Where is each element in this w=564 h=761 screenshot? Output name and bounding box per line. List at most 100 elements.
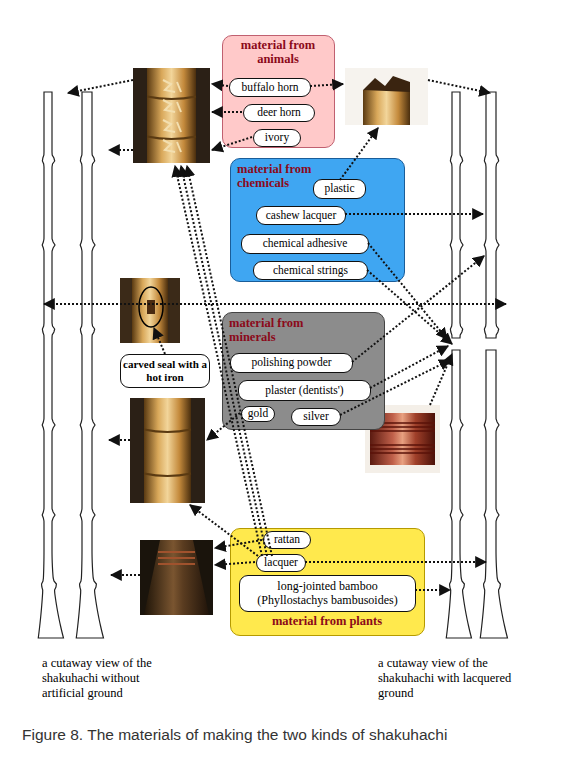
shakuhachi-outline xyxy=(446,350,471,638)
string-wrap xyxy=(370,452,435,454)
bamboo-node xyxy=(144,474,191,477)
leader-arrow xyxy=(370,346,448,388)
material-label: buffalo horn xyxy=(242,81,299,94)
photo-background xyxy=(130,398,205,503)
material-group-box: material from plants rattan lacquer long-jo… xyxy=(230,528,425,636)
bamboo-body xyxy=(147,68,196,163)
material-label: lacquer xyxy=(264,556,298,569)
material-pill: buffalo horn xyxy=(229,78,311,97)
material-label: chemical adhesive xyxy=(263,237,348,250)
leader-arrow xyxy=(340,128,378,180)
leader-arrow xyxy=(352,256,484,362)
material-label: gold xyxy=(248,407,268,420)
string-wrap xyxy=(370,448,435,450)
leader-arrow xyxy=(109,149,133,151)
view-label: a cutaway view of the shakuhachi with la… xyxy=(378,656,518,701)
shakuhachi-outline xyxy=(38,92,63,638)
photo xyxy=(133,68,210,163)
bamboo-body xyxy=(132,278,168,343)
group-heading: material from minerals xyxy=(229,317,339,345)
leader-arrow xyxy=(430,354,452,405)
leader-arrow xyxy=(212,111,242,113)
rattan-wrap xyxy=(158,563,195,565)
leader-arrow xyxy=(340,360,450,415)
photo xyxy=(345,68,428,125)
leader-arrow xyxy=(310,84,343,86)
string-wrap xyxy=(370,444,435,446)
leader-arrow xyxy=(181,166,267,556)
carved-mark xyxy=(163,140,181,152)
material-pill: deer horn xyxy=(243,104,315,122)
bamboo-body xyxy=(144,398,191,503)
material-label: ivory xyxy=(265,131,289,144)
photo-background xyxy=(140,540,213,615)
material-group-box: material from animals buffalo horn deer ho… xyxy=(222,35,335,148)
material-pill: gold xyxy=(241,406,275,422)
material-label: carved seal with a hot iron xyxy=(123,358,207,383)
material-pill: rattan xyxy=(263,531,311,549)
leader-arrow xyxy=(428,80,490,93)
leader-arrow xyxy=(187,166,272,556)
material-pill: plaster (dentists') xyxy=(238,380,371,401)
material-pill: chemical strings xyxy=(253,261,368,280)
shakuhachi-outline xyxy=(484,92,499,338)
leader-arrow xyxy=(68,80,133,93)
string-wrap xyxy=(370,430,435,432)
leader-arrow xyxy=(368,243,447,339)
leader-arrow xyxy=(111,574,140,576)
group-heading: material from plants xyxy=(231,615,423,629)
leader-arrow xyxy=(44,303,506,305)
rattan-wrap xyxy=(158,551,195,553)
material-pill: chemical adhesive xyxy=(241,234,369,254)
leader-arrow xyxy=(109,439,130,441)
material-pill: carved seal with a hot iron xyxy=(120,354,210,388)
photo-background xyxy=(133,68,210,163)
leader-arrow xyxy=(305,561,486,563)
material-pill: cashew lacquer xyxy=(256,206,346,225)
leader-arrow xyxy=(345,213,483,215)
material-label: rattan xyxy=(274,533,300,546)
leader-arrow xyxy=(215,540,262,548)
material-pill: silver xyxy=(291,408,341,426)
leader-arrow xyxy=(212,84,228,86)
material-pill: polishing powder xyxy=(230,353,353,373)
group-heading: material from animals xyxy=(223,39,333,67)
view-label: a cutaway view of the shakuhachi without… xyxy=(42,656,182,701)
material-pill: plastic xyxy=(313,179,366,199)
bamboo-node xyxy=(144,430,191,433)
leader-arrow xyxy=(207,413,240,440)
horn-inlay xyxy=(363,76,410,92)
material-label: silver xyxy=(303,410,329,423)
photo xyxy=(120,278,180,343)
material-label: plastic xyxy=(324,182,354,195)
photo xyxy=(140,540,213,615)
seal-mark xyxy=(147,300,155,314)
carved-mark xyxy=(163,100,181,112)
bamboo-root xyxy=(144,540,209,615)
leader-arrow xyxy=(415,589,450,591)
shakuhachi-outline xyxy=(450,92,463,338)
material-label: deer horn xyxy=(257,106,301,119)
carved-mark xyxy=(163,120,181,132)
shakuhachi-outline xyxy=(76,92,103,638)
material-pill: long-jointed bamboo (Phyllostachys bambu… xyxy=(239,575,416,612)
material-label: chemical strings xyxy=(273,264,348,277)
bamboo-node xyxy=(147,136,196,139)
leader-arrow xyxy=(215,562,255,565)
material-label: cashew lacquer xyxy=(266,209,337,222)
shakuhachi-outlines xyxy=(38,92,507,638)
shakuhachi-outline xyxy=(480,350,507,638)
photo-background xyxy=(120,278,180,343)
leader-arrow xyxy=(367,270,452,344)
material-group-box: material from minerals polishing powder pl… xyxy=(222,312,385,430)
material-label: polishing powder xyxy=(251,356,331,369)
leader-arrow xyxy=(212,137,252,150)
material-pill: ivory xyxy=(253,129,301,147)
leader-arrow xyxy=(175,166,262,556)
material-pill: lacquer xyxy=(256,554,306,572)
figure-caption: Figure 8. The materials of making the tw… xyxy=(22,726,447,744)
rattan-wrap xyxy=(158,557,195,559)
seal-circle xyxy=(139,287,163,327)
